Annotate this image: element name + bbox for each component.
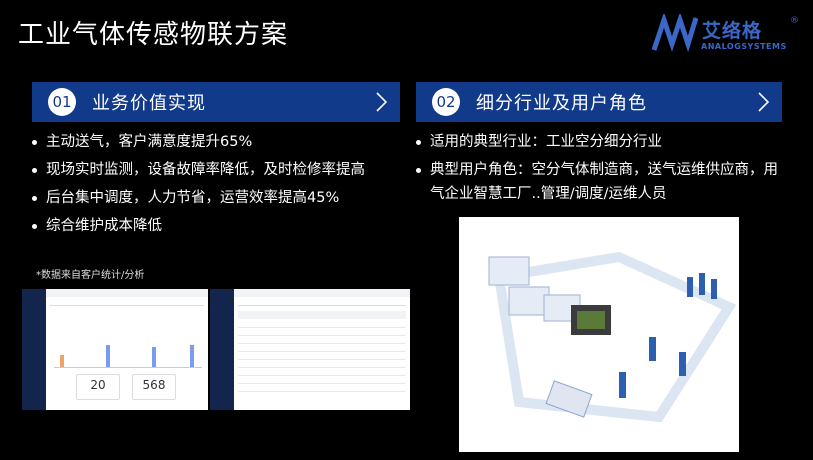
iot-network-graphic: [488, 251, 737, 423]
stat-value: 20: [76, 374, 120, 400]
section-number: 01: [48, 88, 76, 116]
chevron-right-icon[interactable]: [754, 90, 772, 114]
logo: 艾络格 ® ANALOGSYSTEMS: [652, 14, 802, 58]
section-header-02[interactable]: 02 细分行业及用户角色: [416, 82, 782, 122]
list-item: 后台集中调度，人力节省，运营效率提高45%: [30, 186, 390, 210]
logo-subtitle: ANALOGSYSTEMS: [701, 42, 787, 51]
section-number: 02: [432, 88, 460, 116]
page-title: 工业气体传感物联方案: [18, 20, 289, 50]
list-item: 主动送气，客户满意度提升65%: [30, 130, 390, 154]
chevron-right-icon[interactable]: [372, 90, 390, 114]
iot-diagram-illustration: [459, 217, 739, 452]
stat-value: 568: [132, 374, 176, 400]
value-list: 主动送气，客户满意度提升65% 现场实时监测，设备故障率降低，及时检修率提高 后…: [30, 130, 390, 242]
list-item: 适用的典型行业：工业空分细分行业: [414, 130, 784, 154]
logo-brand: 艾络格: [702, 20, 763, 42]
section-label: 业务价值实现: [92, 93, 206, 114]
section-header-01[interactable]: 01 业务价值实现: [32, 82, 400, 122]
logo-reg: ®: [790, 16, 799, 26]
section-label: 细分行业及用户角色: [476, 93, 647, 114]
list-item: 综合维护成本降低: [30, 214, 390, 238]
industry-list: 适用的典型行业：工业空分细分行业 典型用户角色：空分气体制造商，送气运维供应商，…: [414, 130, 784, 210]
list-item: 现场实时监测，设备故障率降低，及时检修率提高: [30, 158, 390, 182]
logo-mark-icon: [652, 14, 698, 53]
table-screenshot: [210, 289, 410, 410]
dashboard-screenshot: 20 568: [22, 289, 208, 410]
list-item: 典型用户角色：空分气体制造商，送气运维供应商，用气企业智慧工厂..管理/调度/运…: [414, 158, 784, 206]
data-source-note: *数据来自客户统计/分析: [36, 270, 145, 281]
